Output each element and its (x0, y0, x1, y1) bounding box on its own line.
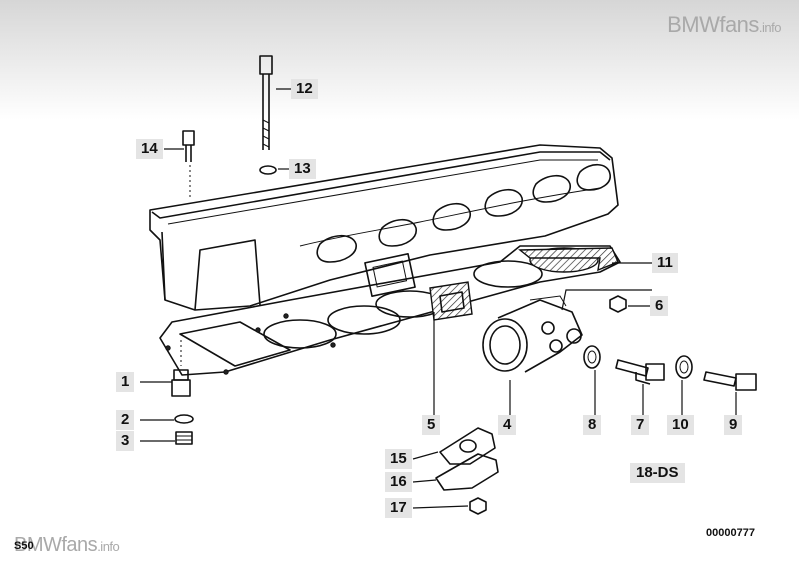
callout-10: 10 (667, 415, 694, 435)
callout-16: 16 (385, 472, 412, 492)
watermark-bottom: BMWfans.info (14, 534, 120, 556)
bolt-14 (182, 130, 195, 162)
callout-4: 4 (498, 415, 517, 435)
manifold-gasket (429, 281, 473, 321)
callout-13: 13 (289, 159, 316, 179)
washer-13 (259, 165, 277, 175)
callout-3: 3 (116, 431, 135, 451)
seal-ring-8 (583, 345, 601, 369)
callout-11: 11 (652, 253, 678, 273)
callout-14: 14 (136, 139, 163, 159)
cover-plate-16 (435, 453, 499, 491)
temperature-sensor-9 (703, 371, 757, 391)
header-gradient (0, 0, 799, 120)
callout-12: 12 (291, 79, 318, 99)
callout-8: 8 (583, 415, 602, 435)
leader-lines (140, 88, 737, 509)
nut-6 (609, 295, 627, 313)
callout-1: 1 (116, 372, 135, 392)
thermostat-housing (482, 295, 583, 373)
head-gasket (159, 245, 621, 376)
temperature-sensor-7 (615, 359, 665, 385)
seal-ring-10 (675, 355, 693, 379)
diagram-code: 18-DS (630, 463, 685, 483)
callout-9: 9 (724, 415, 743, 435)
callout-7: 7 (631, 415, 650, 435)
nut-17 (469, 497, 487, 515)
gasket-15 (439, 427, 496, 465)
callout-15: 15 (385, 449, 412, 469)
callout-5: 5 (422, 415, 441, 435)
model-reference: S50 (14, 540, 34, 552)
intake-ports (316, 163, 611, 263)
callout-6: 6 (650, 296, 669, 316)
document-number: 00000777 (706, 527, 755, 539)
bolt-12 (259, 55, 273, 150)
callout-2: 2 (116, 410, 135, 430)
callout-17: 17 (385, 498, 412, 518)
plug-assembly (171, 369, 194, 445)
watermark-top: BMWfans.info (667, 12, 781, 37)
cylinder-head (149, 144, 619, 311)
